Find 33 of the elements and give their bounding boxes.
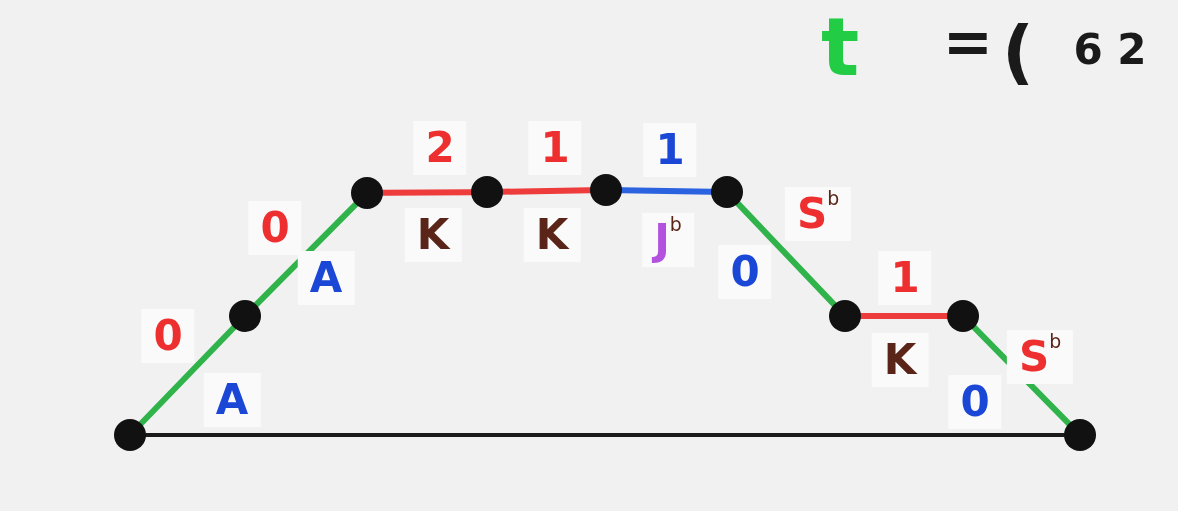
vertex-dot bbox=[1064, 419, 1096, 451]
math-symbol: 6 2 bbox=[1072, 24, 1148, 76]
math-symbol: = bbox=[941, 6, 995, 78]
math-symbol: J$^{b}$ bbox=[642, 213, 694, 267]
math-symbol: 1 bbox=[878, 251, 932, 305]
math-symbol: S$^{b}$ bbox=[784, 187, 852, 241]
math-symbol: ( bbox=[1001, 11, 1035, 93]
math-symbol: K bbox=[404, 208, 462, 262]
math-symbol: 1 bbox=[643, 123, 697, 177]
line-segment bbox=[735, 200, 837, 308]
math-symbol: K bbox=[871, 333, 929, 387]
math-symbol: A bbox=[203, 373, 261, 427]
math-symbol: 0 bbox=[248, 201, 302, 255]
vertex-dot bbox=[471, 176, 503, 208]
vertex-dot bbox=[114, 419, 146, 451]
math-symbol: S$^{b}$ bbox=[1006, 330, 1074, 384]
math-symbol: 2 bbox=[413, 121, 467, 175]
math-symbol: A bbox=[297, 251, 355, 305]
math-symbol: 0 bbox=[948, 375, 1002, 429]
vertex-dot bbox=[947, 300, 979, 332]
vertex-dot bbox=[351, 177, 383, 209]
vertex-dot bbox=[711, 176, 743, 208]
vertex-dot bbox=[590, 174, 622, 206]
math-symbol: 1 bbox=[528, 121, 582, 175]
math-symbol: 0 bbox=[718, 245, 772, 299]
math-symbol: t bbox=[819, 2, 861, 94]
line-segment bbox=[253, 201, 359, 308]
math-symbol: K bbox=[523, 208, 581, 262]
vertex-dot bbox=[829, 300, 861, 332]
math-symbol: 0 bbox=[141, 309, 195, 363]
line-segment bbox=[138, 324, 237, 427]
line-segment bbox=[144, 433, 1066, 437]
vertex-dot bbox=[229, 300, 261, 332]
